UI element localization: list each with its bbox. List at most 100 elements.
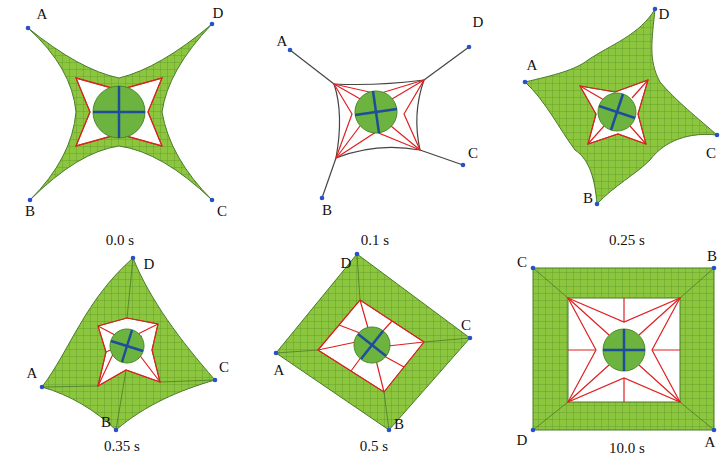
- corner-marker: [26, 26, 31, 31]
- corner-label: A: [27, 365, 38, 382]
- corner-marker: [40, 385, 45, 390]
- cable-net: [98, 318, 160, 386]
- corner-label: C: [706, 145, 716, 162]
- corner-label: B: [583, 190, 593, 207]
- hub: [354, 327, 390, 363]
- corner-label: C: [219, 359, 229, 376]
- cable-net: [580, 80, 648, 144]
- corner-marker: [28, 198, 33, 203]
- corner-label: A: [527, 57, 538, 74]
- cable-net: [568, 298, 680, 402]
- membrane-wavy-square: [42, 258, 215, 430]
- corner-label: C: [517, 254, 527, 271]
- hub: [355, 91, 397, 133]
- corner-marker: [461, 163, 466, 168]
- cable-net: [98, 324, 160, 386]
- time-caption: 0.0 s: [106, 232, 134, 249]
- membrane-square: [533, 268, 714, 430]
- corner-marker: [320, 196, 325, 201]
- corner-label: A: [274, 362, 285, 379]
- time-caption: 0.1 s: [361, 232, 389, 249]
- hub: [93, 86, 145, 138]
- corner-marker: [468, 336, 473, 341]
- corner-label: D: [213, 5, 224, 22]
- corner-label: A: [705, 434, 716, 451]
- corner-marker: [712, 428, 717, 433]
- folded-membrane: [290, 47, 469, 198]
- hub: [355, 91, 397, 133]
- cable-net: [318, 300, 424, 392]
- corner-label: B: [394, 416, 404, 433]
- corner-label: B: [25, 203, 35, 220]
- corner-marker: [114, 428, 119, 433]
- membrane-square: [533, 268, 714, 430]
- cable-net: [568, 298, 680, 402]
- hub: [598, 93, 636, 131]
- membrane-star: [28, 24, 212, 200]
- membrane-square: [533, 268, 714, 430]
- corner-label: A: [277, 33, 288, 50]
- hub: [611, 94, 623, 130]
- cable-net: [98, 318, 160, 386]
- cable-net: [580, 80, 648, 144]
- folded-membrane: [334, 84, 340, 158]
- cable-net: [76, 78, 162, 146]
- corner-label: D: [144, 256, 155, 273]
- hub: [598, 93, 636, 131]
- hub: [373, 91, 379, 133]
- membrane-pinwheel: [525, 9, 717, 204]
- hub: [110, 329, 144, 363]
- hub: [93, 86, 145, 138]
- corner-marker: [653, 7, 658, 12]
- corner-marker: [531, 266, 536, 271]
- hub: [354, 327, 390, 363]
- time-caption: 0.35 s: [104, 438, 140, 455]
- corner-label: C: [217, 203, 227, 220]
- time-caption: 10.0 s: [609, 440, 645, 457]
- hub: [603, 329, 645, 371]
- corner-marker: [210, 198, 215, 203]
- corner-marker: [274, 351, 279, 356]
- cable-net: [334, 80, 424, 158]
- time-caption: 0.25 s: [609, 232, 645, 249]
- cable-net: [334, 80, 424, 158]
- corner-marker: [531, 428, 536, 433]
- corner-marker: [712, 266, 717, 271]
- hub: [361, 331, 383, 359]
- corner-marker: [715, 133, 720, 138]
- membrane-pinwheel: [525, 9, 717, 204]
- corner-marker: [387, 428, 392, 433]
- cable-net: [76, 78, 162, 146]
- hub: [623, 329, 626, 371]
- cable-net: [334, 80, 424, 158]
- membrane-wavy-square: [42, 258, 215, 430]
- folded-membrane: [322, 158, 336, 198]
- corner-label: B: [101, 414, 111, 431]
- folded-membrane: [420, 150, 463, 165]
- corner-marker: [467, 45, 472, 50]
- corner-label: C: [461, 317, 471, 334]
- cable-net: [580, 80, 648, 144]
- corner-label: B: [707, 248, 717, 265]
- corner-label: B: [322, 202, 332, 219]
- corner-marker: [210, 22, 215, 27]
- corner-marker: [213, 378, 218, 383]
- corner-marker: [26, 7, 720, 433]
- folded-membrane: [290, 50, 334, 84]
- folded-membrane: [336, 147, 420, 158]
- corner-marker: [523, 80, 528, 85]
- membrane-square: [276, 254, 470, 430]
- cable-net: [318, 300, 424, 392]
- corner-marker: [288, 48, 293, 53]
- corner-marker: [595, 202, 600, 207]
- membrane-square: [276, 254, 470, 430]
- membrane-wavy-square: [42, 258, 215, 430]
- cable-net: [568, 298, 680, 402]
- membrane-star: [28, 24, 212, 200]
- corner-label: D: [659, 6, 670, 23]
- hub: [110, 329, 144, 363]
- corner-label: D: [517, 432, 528, 449]
